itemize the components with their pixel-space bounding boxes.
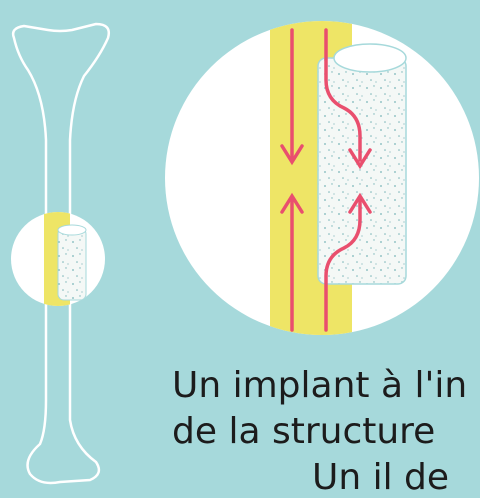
zoom-circle [165,0,479,360]
caption-line-1: Un implant à l'in [172,366,467,406]
caption-line-2: de la structure [172,412,435,452]
small-detail-circle [11,212,105,306]
caption-line-3: Un il de [312,458,449,498]
